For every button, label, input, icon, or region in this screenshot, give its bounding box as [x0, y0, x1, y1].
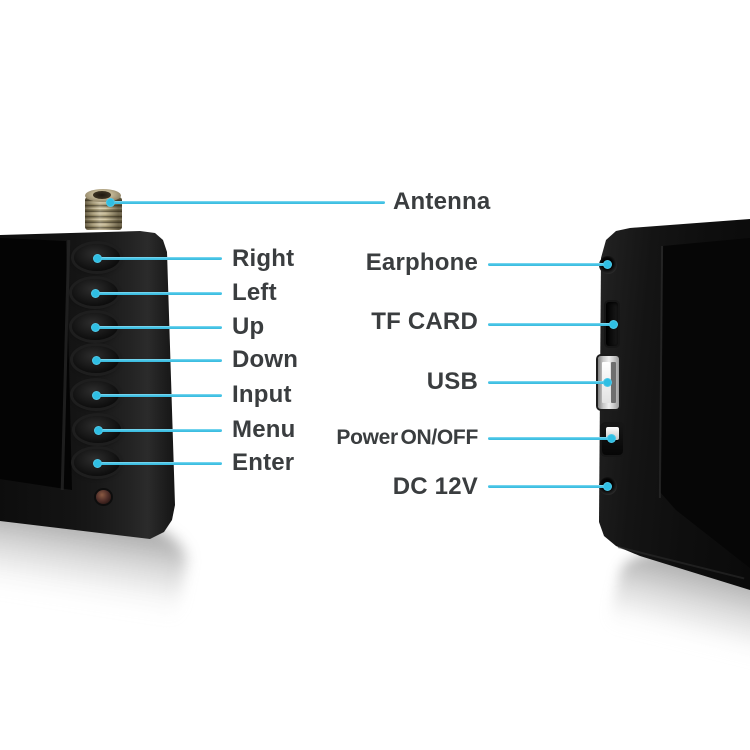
antenna-connector-hole	[93, 191, 111, 199]
label-down: Down	[232, 346, 299, 373]
label-power-on-off: Power ON/OFF	[336, 426, 478, 449]
label-enter: Enter	[232, 449, 295, 476]
callout-line-usb	[488, 381, 606, 384]
callout-dot-power	[607, 434, 616, 443]
callout-dot-menu	[94, 426, 103, 435]
callout-dot-dc-12v	[603, 482, 612, 491]
callout-line-menu	[101, 429, 222, 432]
callout-line-left	[98, 292, 222, 295]
callout-line-antenna	[114, 201, 385, 204]
label-dc-12v: DC 12V	[392, 473, 478, 500]
callout-line-tf-card	[488, 323, 612, 326]
label-input: Input	[232, 381, 292, 408]
callout-dot-input	[92, 391, 101, 400]
callout-line-down	[99, 359, 222, 362]
label-menu: Menu	[232, 416, 296, 443]
callout-dot-right	[93, 254, 102, 263]
callout-dot-usb	[603, 378, 612, 387]
callout-dot-earphone	[603, 260, 612, 269]
callout-line-enter	[100, 462, 222, 465]
callout-dot-down	[92, 356, 101, 365]
label-tf-card: TF CARD	[371, 308, 478, 335]
callout-line-up	[98, 326, 222, 329]
label-usb: USB	[426, 368, 478, 395]
callout-dot-enter	[93, 459, 102, 468]
callout-line-dc-12v	[488, 485, 606, 488]
callout-line-earphone	[488, 263, 606, 266]
left-device-screen	[0, 238, 72, 490]
usb-port-slot	[611, 362, 616, 403]
label-up: Up	[232, 313, 265, 340]
label-right: Right	[232, 245, 295, 272]
power-led	[96, 490, 111, 504]
callout-dot-up	[91, 323, 100, 332]
label-left: Left	[232, 279, 277, 306]
callout-dot-left	[91, 289, 100, 298]
callout-line-right	[100, 257, 222, 260]
callout-line-power	[488, 437, 610, 440]
label-antenna: Antenna	[393, 188, 491, 215]
callout-dot-tf-card	[609, 320, 618, 329]
callout-dot-antenna	[106, 198, 115, 207]
callout-line-input	[99, 394, 222, 397]
label-earphone: Earphone	[365, 249, 478, 276]
